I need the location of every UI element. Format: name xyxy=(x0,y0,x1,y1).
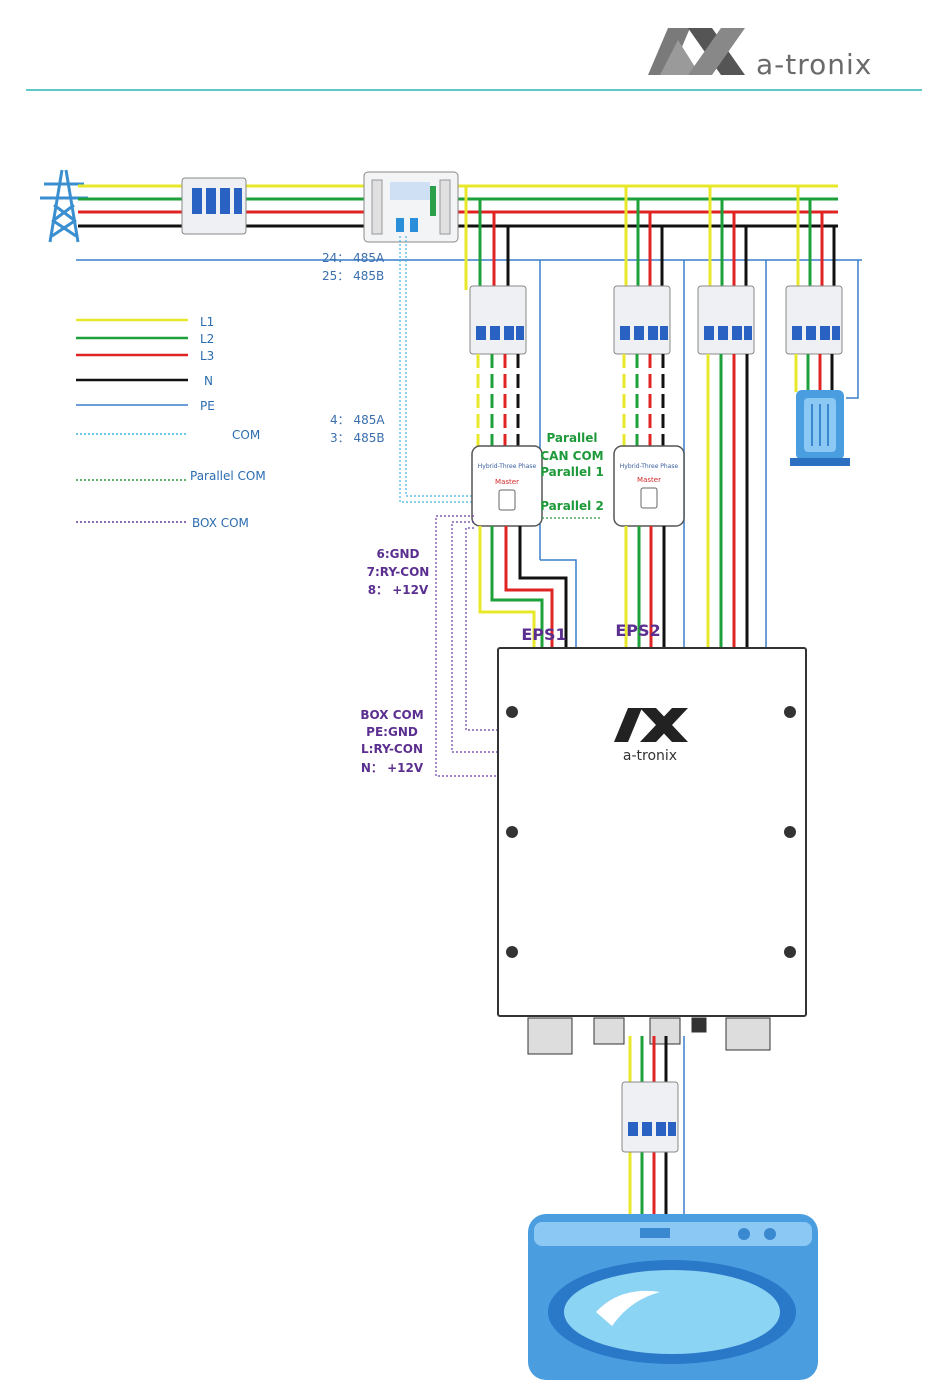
legend: L1 L2 L3 N PE COM Parallel COM BOX COM xyxy=(76,315,266,530)
washing-machine-icon xyxy=(528,1214,818,1380)
inverter-icon: Hybrid-Three Phase Master xyxy=(472,446,542,526)
breaker3-to-box xyxy=(708,354,747,648)
drop-group-3 xyxy=(710,186,746,290)
eps1-label: EPS1 xyxy=(521,625,566,644)
legend-label-com: COM xyxy=(232,428,260,442)
breaker2-to-inverter2 xyxy=(624,354,663,450)
inverter-label-485a: 4： 485A xyxy=(330,413,385,427)
breaker-icon xyxy=(622,1082,678,1152)
legend-label-n: N xyxy=(204,374,213,388)
parallel1-label: Parallel 1 xyxy=(540,465,604,479)
cable-glands xyxy=(528,1018,770,1054)
drop-group-1 xyxy=(466,186,508,290)
breaker4-to-battery xyxy=(796,354,832,392)
battery-icon xyxy=(790,390,850,466)
box-com-label-1: BOX COM xyxy=(360,708,423,722)
breaker1-to-inverter1 xyxy=(478,354,518,450)
box-com-label-2: PE:GND xyxy=(366,725,418,739)
inverter2-role: Master xyxy=(637,476,661,484)
drop-group-4 xyxy=(798,186,834,290)
breaker-icon xyxy=(698,286,754,354)
parallel-label: Parallel xyxy=(546,431,597,445)
can-com-label: CAN COM xyxy=(540,449,603,463)
inverter-icon: Hybrid-Three Phase Master xyxy=(614,446,684,526)
box-com-label-4: N： +12V xyxy=(361,761,424,775)
box-com-label-3: L:RY-CON xyxy=(361,742,423,756)
com-line xyxy=(400,236,474,502)
breaker-icon xyxy=(614,286,670,354)
header: a-tronix xyxy=(26,28,922,90)
meter-icon xyxy=(364,172,458,242)
inverter-label-485b: 3： 485B xyxy=(330,431,385,445)
drop-group-2 xyxy=(626,186,662,290)
box-brand-text: a-tronix xyxy=(623,748,677,764)
inverter1-title: Hybrid-Three Phase xyxy=(478,463,537,470)
parallel2-label: Parallel 2 xyxy=(540,499,604,513)
inverter1-role: Master xyxy=(495,478,519,486)
switch-box: a-tronix xyxy=(498,648,806,1054)
gnd-label-1: 6:GND xyxy=(376,547,419,561)
gnd-label-2: 7:RY-CON xyxy=(367,565,430,579)
box-com-lines xyxy=(436,516,498,776)
meter-label-485a: 24： 485A xyxy=(322,251,385,265)
inverter2-title: Hybrid-Three Phase xyxy=(620,463,679,470)
legend-label-l1: L1 xyxy=(200,315,214,329)
power-tower-icon xyxy=(40,170,88,242)
legend-label-parallel-com: Parallel COM xyxy=(190,469,266,483)
gnd-label-3: 8： +12V xyxy=(368,583,429,597)
breaker-icon xyxy=(470,286,526,354)
legend-label-pe: PE xyxy=(200,399,215,413)
breaker-icon xyxy=(786,286,842,354)
eps2-label: EPS2 xyxy=(615,621,660,640)
legend-label-box-com: BOX COM xyxy=(192,516,249,530)
brand-text: a-tronix xyxy=(756,48,872,81)
breaker-icon xyxy=(182,178,246,234)
legend-label-l3: L3 xyxy=(200,349,214,363)
brand-logo-icon xyxy=(648,28,745,75)
meter-label-485b: 25： 485B xyxy=(322,269,384,283)
legend-label-l2: L2 xyxy=(200,332,214,346)
